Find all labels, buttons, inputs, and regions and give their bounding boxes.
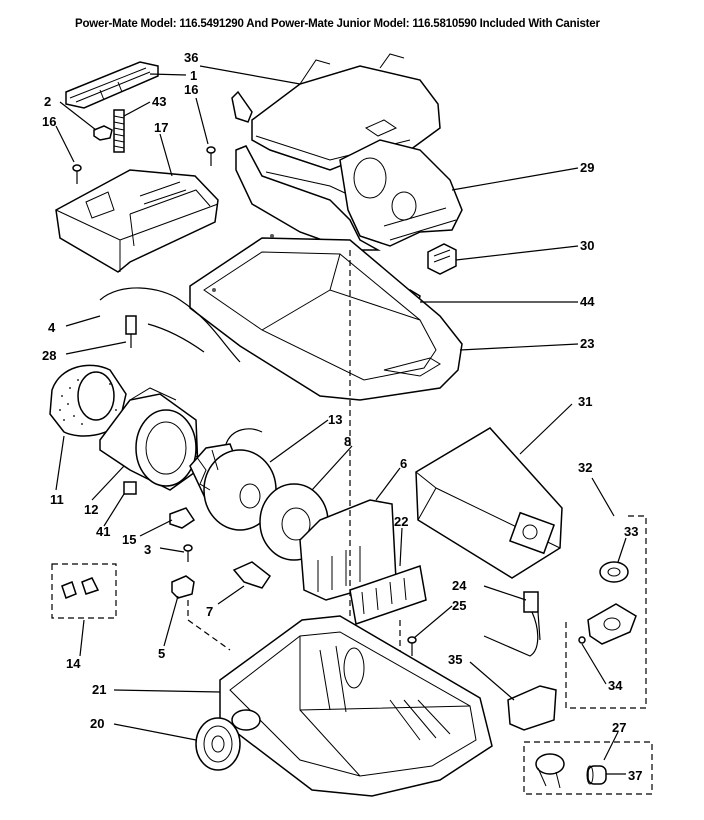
part-cord-clip — [169, 507, 196, 529]
part-motor-filter — [49, 364, 127, 437]
callout-30: 30 — [580, 238, 594, 253]
callout-33: 33 — [624, 524, 638, 539]
callout-16-right: 16 — [184, 82, 198, 97]
part-bag-door — [189, 234, 463, 401]
callout-13: 13 — [328, 412, 342, 427]
part-exhaust-grille — [299, 499, 397, 601]
callout-37: 37 — [628, 768, 642, 783]
callout-25: 25 — [452, 598, 466, 613]
part-reel-plate — [587, 603, 637, 645]
callout-27: 27 — [612, 720, 626, 735]
callout-35: 35 — [448, 652, 462, 667]
group-box-32 — [565, 515, 647, 709]
part-motor-housing — [99, 387, 199, 491]
callout-2: 2 — [44, 94, 51, 109]
callout-21: 21 — [92, 682, 106, 697]
group-box-14 — [51, 563, 117, 619]
callout-20: 20 — [90, 716, 104, 731]
callout-23: 23 — [580, 336, 594, 351]
part-exhaust-filter — [349, 565, 427, 625]
callout-41: 41 — [96, 524, 110, 539]
callout-29: 29 — [580, 160, 594, 175]
callout-36: 36 — [184, 50, 198, 65]
part-handle-rail-upper — [231, 90, 253, 123]
callout-1: 1 — [190, 68, 197, 83]
callout-14: 14 — [66, 656, 81, 671]
part-latch — [427, 243, 457, 275]
callout-22: 22 — [394, 514, 408, 529]
part-power-cord — [99, 287, 241, 363]
callout-43: 43 — [152, 94, 166, 109]
part-button — [93, 125, 113, 141]
group-box-27 — [523, 741, 653, 795]
part-terminal-block — [507, 685, 557, 731]
callout-8: 8 — [344, 434, 351, 449]
part-connector-set — [61, 577, 100, 599]
callout-24: 24 — [452, 578, 467, 593]
callout-4: 4 — [48, 320, 56, 335]
part-cord-connector — [125, 315, 137, 348]
callout-7: 7 — [206, 604, 213, 619]
part-wheel — [195, 717, 241, 771]
callout-15: 15 — [122, 532, 136, 547]
part-bracket-5 — [171, 575, 195, 599]
part-roller — [586, 765, 607, 785]
callout-11: 11 — [50, 492, 64, 507]
callout-5: 5 — [158, 646, 165, 661]
callout-6: 6 — [400, 456, 407, 471]
part-screw-right — [206, 146, 216, 166]
part-motor — [189, 428, 277, 531]
callout-34: 34 — [608, 678, 623, 693]
part-wire-harness — [483, 591, 541, 657]
callout-3: 3 — [144, 542, 151, 557]
part-fastener-34 — [578, 636, 586, 644]
part-screw-left — [72, 164, 82, 184]
diagram-title: Power-Mate Model: 116.5491290 And Power-… — [75, 18, 600, 30]
callout-32: 32 — [578, 460, 592, 475]
callout-31: 31 — [578, 394, 592, 409]
callout-44: 44 — [580, 294, 595, 309]
part-spring — [113, 109, 125, 153]
assembly-line-left — [187, 600, 231, 651]
part-handle-housing — [55, 169, 219, 273]
callout-17: 17 — [154, 120, 168, 135]
callout-28: 28 — [42, 348, 56, 363]
part-handle-grip — [65, 61, 159, 109]
callout-16-left: 16 — [42, 114, 56, 129]
part-gear-ring — [599, 561, 629, 583]
part-cord-reel-spindle — [535, 753, 565, 789]
leader-lines — [55, 65, 627, 775]
part-screw-3 — [183, 544, 193, 562]
part-clamp-7 — [232, 561, 272, 589]
part-reel-cover — [339, 139, 463, 247]
callout-12: 12 — [84, 502, 98, 517]
part-dust-bag — [415, 427, 563, 579]
part-switch — [123, 481, 137, 495]
part-screw-25 — [407, 636, 417, 656]
part-canister-base — [219, 615, 493, 797]
